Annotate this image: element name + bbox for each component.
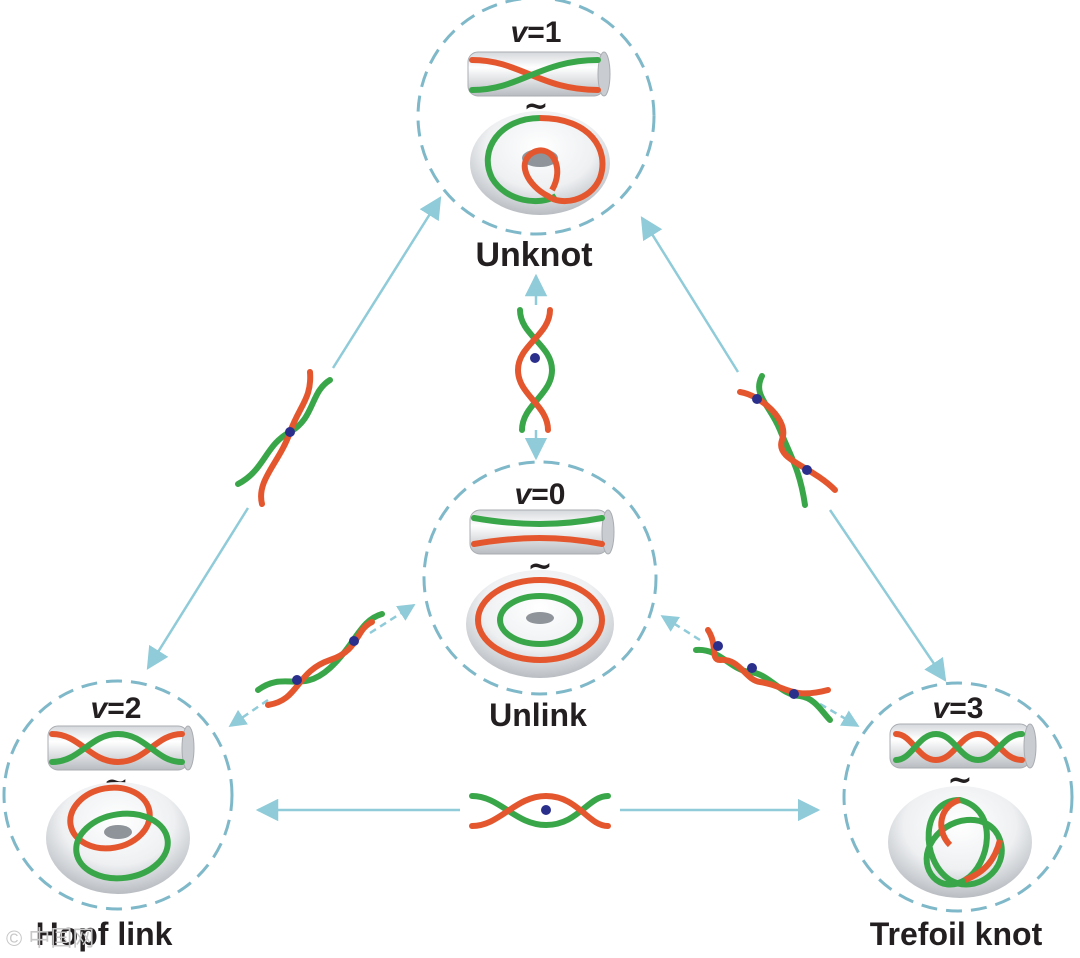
crossing-dot xyxy=(285,427,295,437)
crossing-dot xyxy=(713,641,723,651)
node-unlink-name: Unlink xyxy=(489,697,587,733)
unlink-tube xyxy=(469,509,615,555)
nu-value: =3 xyxy=(949,692,983,725)
node-hopf-circle xyxy=(2,679,234,911)
crossing-dot xyxy=(747,663,757,673)
node-unlink-circle xyxy=(422,460,658,696)
nu-value: =2 xyxy=(107,692,141,725)
crossing-dot xyxy=(349,636,359,646)
arrow-unlink-trefoil-top xyxy=(660,614,701,642)
node-trefoil-circle xyxy=(842,681,1074,913)
node-trefoil-nu: v=3 xyxy=(933,692,984,725)
node-trefoil: v=3 ~ Trefoil knot xyxy=(842,681,1074,952)
transition-arrows xyxy=(146,196,947,822)
crossing-dot xyxy=(752,394,762,404)
node-hopf-name: Hopf link xyxy=(36,916,173,952)
arrow-trefoil-unknot-top xyxy=(640,216,740,373)
crossing-dot xyxy=(789,689,799,699)
arrow-trefoil-unknot-bottom xyxy=(828,509,947,682)
node-unlink: v=0 ~ Unlink xyxy=(422,460,658,733)
hopf-torus xyxy=(46,782,190,894)
braid-hopf-trefoil xyxy=(469,792,611,829)
trefoil-torus xyxy=(888,786,1032,898)
crossing-dot xyxy=(541,805,551,815)
nu-symbol: v xyxy=(91,692,110,725)
nu-value: =0 xyxy=(531,478,565,511)
hopf-tube xyxy=(47,725,195,771)
node-unknot-nu: v=1 xyxy=(511,16,562,49)
braid-hopf-unknot xyxy=(235,369,333,507)
nu-symbol: v xyxy=(933,692,952,725)
node-unknot: v=1 ~ Unknot xyxy=(416,0,656,274)
unknot-tube xyxy=(467,51,611,97)
node-trefoil-name: Trefoil knot xyxy=(870,916,1043,952)
arrow-hopf-unknot-top xyxy=(331,196,442,369)
nu-value: =1 xyxy=(527,16,561,49)
crossing-dot xyxy=(292,675,302,685)
braid-unlink-trefoil xyxy=(693,627,833,723)
node-unknot-name: Unknot xyxy=(475,236,592,274)
dashed-arrows xyxy=(228,603,860,728)
node-unlink-nu: v=0 xyxy=(515,478,566,511)
arrow-unlink-trefoil-bottom xyxy=(819,702,860,728)
trefoil-tube xyxy=(889,723,1037,769)
watermark: © 中国网 xyxy=(6,926,94,951)
crossing-dot xyxy=(802,465,812,475)
unknot-torus xyxy=(470,111,610,215)
nu-symbol: v xyxy=(511,16,530,49)
node-hopf-nu: v=2 xyxy=(91,692,142,725)
node-unknot-circle xyxy=(416,0,656,236)
unlink-torus xyxy=(466,570,614,678)
crossing-dot xyxy=(530,353,540,363)
arrow-hopf-unknot-bottom xyxy=(146,507,250,670)
arrow-unlink-hopf-top xyxy=(369,603,416,635)
braid-unlink-hopf xyxy=(255,611,385,708)
arrow-unlink-hopf-bottom xyxy=(228,698,269,728)
braid-trefoil-unknot xyxy=(737,373,838,508)
node-hopf: v=2 ~ Hopf link xyxy=(2,679,234,952)
nu-symbol: v xyxy=(515,478,534,511)
braid-unknot-unlink xyxy=(514,307,556,433)
